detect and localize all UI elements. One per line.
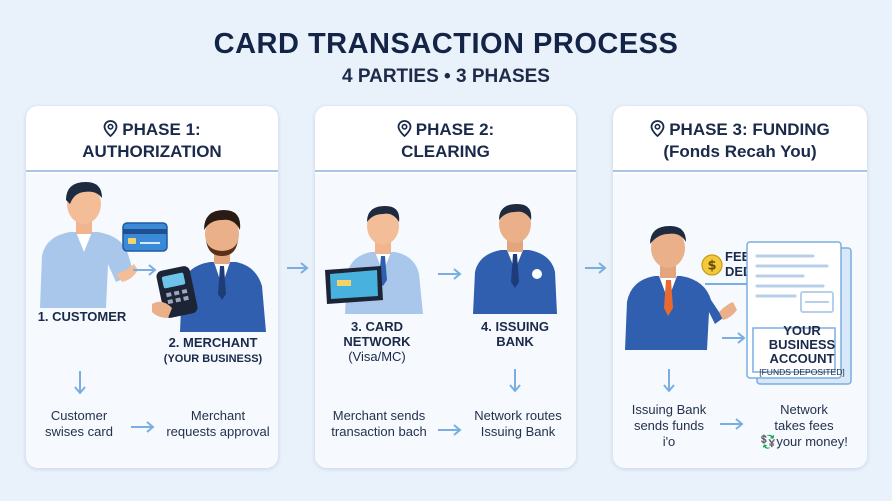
location-pin-icon (650, 120, 665, 137)
arrow-down-icon (509, 369, 521, 393)
money-icon: 💱 (760, 433, 777, 449)
customer-illustration (40, 182, 138, 308)
party-card-network-label: 3. CARD NETWORK (Visa/MC) (343, 319, 411, 364)
phase-1-title: PHASE 1: (26, 120, 278, 140)
phase-1-subtitle: AUTHORIZATION (82, 142, 222, 161)
dollar-coin-icon: $ (701, 254, 723, 276)
arrow-right-icon (133, 264, 157, 276)
arrow-right-icon (722, 332, 746, 344)
page-title: CARD TRANSACTION PROCESS (213, 28, 679, 60)
credit-card-icon (122, 222, 168, 252)
location-pin-icon (397, 120, 412, 137)
phase-2-panel: PHASE 2: CLEARING 3. CARD NETWO (315, 106, 576, 468)
location-pin-icon (103, 120, 118, 137)
arrow-down-icon (663, 369, 675, 393)
deposit-document-icon (746, 241, 852, 385)
phase-3-body: $ FEES DEDUCTED HERE (613, 174, 867, 468)
arrow-right-icon (438, 424, 462, 436)
phase-2-body: 3. CARD NETWORK (Visa/MC) 4. ISSUING BAN… (315, 174, 576, 468)
phase-3-header: PHASE 3: FUNDING (Fonds Recah You) (613, 106, 867, 172)
arrow-right-icon (438, 268, 462, 280)
party-merchant-label: 2. MERCHANT (YOUR BUSINESS) (163, 335, 263, 365)
banker-illustration (625, 226, 737, 350)
svg-text:$: $ (707, 259, 716, 274)
arrow-down-icon (74, 371, 86, 395)
issuing-bank-illustration (473, 204, 557, 314)
phase-2-subtitle: CLEARING (401, 142, 490, 161)
party-customer-label: 1. CUSTOMER (37, 309, 127, 324)
phase-1-panel: PHASE 1: AUTHORIZATION (26, 106, 278, 468)
phase-2-title: PHASE 2: (315, 120, 576, 140)
phase-3-title: PHASE 3: FUNDING (613, 120, 867, 140)
arrow-right-icon (131, 421, 155, 433)
phase-arrow-icon (585, 262, 607, 274)
page-subtitle: 4 PARTIES • 3 PHASES (342, 66, 550, 87)
business-account-label: YOUR BUSINESS ACCOUNT [FUNDS DEPOSITED] (759, 323, 845, 378)
arrow-right-icon (720, 418, 744, 430)
phase-1-header: PHASE 1: AUTHORIZATION (26, 106, 278, 172)
phase-2-header: PHASE 2: CLEARING (315, 106, 576, 172)
party-issuing-bank-label: 4. ISSUING BANK (481, 319, 549, 349)
card-terminal-icon (152, 266, 198, 318)
phase-3-panel: PHASE 3: FUNDING (Fonds Recah You) $ FEE… (613, 106, 867, 468)
merchant-illustration (180, 210, 266, 332)
phase-3-subtitle: (Fonds Recah You) (663, 142, 817, 161)
card-network-illustration (325, 206, 423, 314)
phase-arrow-icon (287, 262, 309, 274)
phase-1-body: 1. CUSTOMER 2. MERCHANT (YOUR BUSINESS) … (26, 174, 278, 468)
